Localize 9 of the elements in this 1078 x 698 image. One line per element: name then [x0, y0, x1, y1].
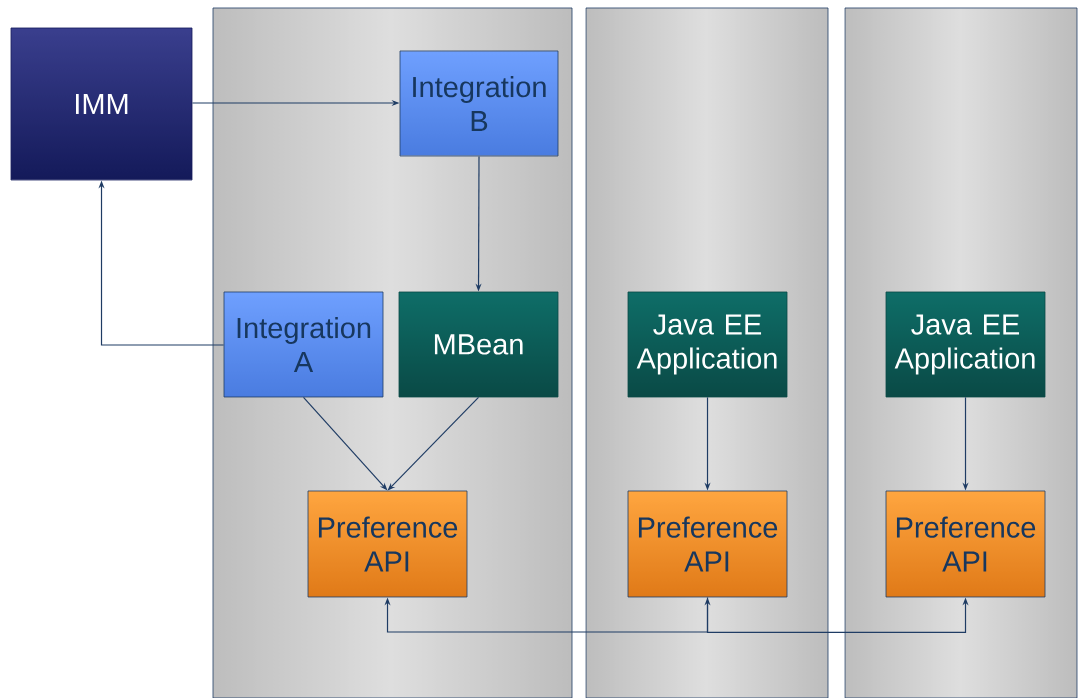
- component-box: MBean: [398, 291, 559, 398]
- api-box: Preference API: [885, 490, 1046, 598]
- component-box: Integration B: [399, 50, 559, 157]
- component-box: Integration A: [223, 291, 384, 398]
- api-box: Preference API: [627, 490, 788, 598]
- system-box: IMM: [10, 27, 193, 181]
- api-box: Preference API: [307, 490, 468, 598]
- component-box: Java EE Application: [627, 291, 788, 398]
- component-box: Java EE Application: [885, 291, 1046, 398]
